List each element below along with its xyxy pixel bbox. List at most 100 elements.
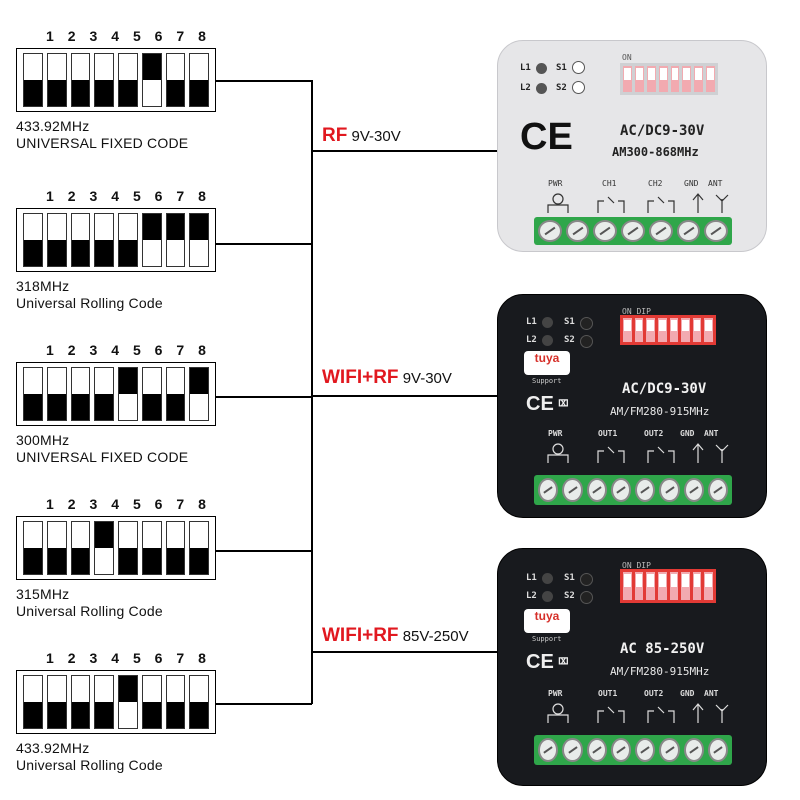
led-label-l1: L1 bbox=[526, 317, 537, 327]
dip-switch-2 bbox=[46, 53, 67, 107]
dip-switch-block[interactable] bbox=[620, 63, 718, 95]
switch-number: 6 bbox=[154, 342, 163, 358]
dip-switch-1 bbox=[23, 53, 43, 107]
dip-switch-diagram bbox=[16, 208, 216, 272]
dip-switch-knob bbox=[166, 214, 185, 240]
product-voltage: 9V-30V bbox=[351, 128, 401, 145]
dip-switch-knob bbox=[95, 702, 113, 728]
switch-number: 7 bbox=[176, 496, 185, 512]
switch-number: 6 bbox=[154, 188, 163, 204]
dip-switch-knob bbox=[24, 702, 42, 728]
terminal-label-ant: ANT bbox=[708, 179, 723, 188]
dip-switch-diagram bbox=[16, 670, 216, 734]
frequency-band: AM300-868MHz bbox=[612, 145, 699, 159]
power-rating: AC 85-250V bbox=[620, 641, 705, 657]
dip-switch-8 bbox=[189, 675, 209, 729]
terminal-label-ch2: CH2 bbox=[648, 179, 663, 188]
switch-number: 1 bbox=[46, 342, 54, 358]
led-label-s2: S2 bbox=[564, 335, 575, 345]
terminal-label-pwr: PWR bbox=[548, 179, 563, 188]
code-type-label: UNIVERSAL FIXED CODE bbox=[16, 449, 189, 465]
led-s1-icon bbox=[572, 61, 585, 74]
dip-switch-4 bbox=[94, 521, 114, 575]
switch-number: 8 bbox=[198, 342, 206, 358]
dip-switch-7 bbox=[165, 213, 186, 267]
dip-switch-knob bbox=[95, 240, 113, 266]
switch-number: 3 bbox=[89, 28, 98, 44]
switch-number: 4 bbox=[111, 496, 119, 512]
switch-number: 5 bbox=[132, 496, 141, 512]
frequency-label: 315MHz bbox=[16, 586, 70, 602]
dip-switch-3 bbox=[70, 521, 91, 575]
dip-switch-knob bbox=[119, 80, 137, 106]
dip-switch-2 bbox=[46, 521, 67, 575]
switch-number: 8 bbox=[198, 496, 206, 512]
dip-switch-7 bbox=[165, 367, 186, 421]
dip-switch-1 bbox=[23, 675, 43, 729]
dip-on-label: ON bbox=[622, 53, 632, 62]
dip-switch-knob bbox=[24, 394, 42, 420]
dip-switch-knob bbox=[71, 702, 90, 728]
frequency-label: 318MHz bbox=[16, 278, 70, 294]
dip-switch-5 bbox=[118, 675, 138, 729]
dip-switch-diagram bbox=[16, 516, 216, 580]
dip-switch-6 bbox=[141, 521, 162, 575]
power-rating: AC/DC9-30V bbox=[622, 381, 707, 397]
rf-receiver-module: L1 S1 L2 S2 ON CE AC/DC9-30V AM300-868MH… bbox=[497, 40, 767, 252]
led-s2-icon bbox=[580, 335, 593, 348]
terminal-block[interactable] bbox=[534, 475, 732, 505]
tuya-logo: tuya bbox=[524, 351, 570, 375]
dip-switch-diagram bbox=[16, 362, 216, 426]
connector-trunk bbox=[311, 80, 313, 704]
switch-number: 3 bbox=[89, 650, 98, 666]
dip-switch-1 bbox=[23, 213, 43, 267]
led-label-s1: S1 bbox=[556, 63, 567, 73]
code-type-label: Universal Rolling Code bbox=[16, 295, 163, 311]
product-label-rf: RF 9V-30V bbox=[322, 125, 401, 147]
switch-number: 5 bbox=[132, 342, 141, 358]
dip-switch-5 bbox=[118, 213, 138, 267]
terminal-label-pwr: PWR bbox=[548, 429, 563, 438]
led-label-s1: S1 bbox=[564, 573, 575, 583]
switch-number: 5 bbox=[132, 188, 141, 204]
led-l1-icon bbox=[536, 63, 547, 74]
led-label-s2: S2 bbox=[556, 83, 567, 93]
switch-number: 4 bbox=[111, 342, 119, 358]
frequency-label: 433.92MHz bbox=[16, 118, 90, 134]
tuya-logo: tuya bbox=[524, 609, 570, 633]
wifi-rf-receiver-module-dc: L1 S1 L2 S2 ON DIP tuya Support CE ⌧ AC/… bbox=[497, 294, 767, 518]
connector-branch-rf bbox=[311, 150, 497, 152]
connector-2 bbox=[216, 243, 312, 245]
terminal-block[interactable] bbox=[534, 735, 732, 765]
dip-switch-3 bbox=[70, 213, 91, 267]
dip-switch-knob bbox=[24, 80, 42, 106]
wifi-rf-receiver-module-ac: L1 S1 L2 S2 ON DIP tuya Support CE ⌧ AC … bbox=[497, 548, 767, 786]
dip-switch-7 bbox=[165, 53, 186, 107]
dip-switch-knob bbox=[166, 394, 185, 420]
dip-switch-knob bbox=[142, 214, 161, 240]
dip-switch-block[interactable] bbox=[620, 569, 716, 603]
switch-number: 2 bbox=[67, 496, 76, 512]
product-type: RF bbox=[322, 125, 348, 146]
dip-switch-1 bbox=[23, 521, 43, 575]
switch-number: 1 bbox=[46, 650, 54, 666]
weee-bin-icon: ⌧ bbox=[558, 393, 569, 414]
dip-switch-3 bbox=[70, 53, 91, 107]
frequency-band: AM/FM280-915MHz bbox=[610, 405, 710, 418]
terminal-block[interactable] bbox=[534, 217, 732, 245]
terminal-label-gnd: GND bbox=[684, 179, 699, 188]
switch-number: 2 bbox=[67, 650, 76, 666]
led-s2-icon bbox=[572, 81, 585, 94]
dip-switch-knob bbox=[166, 80, 185, 106]
switch-number: 7 bbox=[176, 342, 185, 358]
dip-switch-8 bbox=[189, 213, 209, 267]
led-label-l2: L2 bbox=[526, 335, 537, 345]
ce-mark-icon: CE bbox=[526, 651, 554, 673]
dip-switch-block[interactable] bbox=[620, 315, 716, 345]
